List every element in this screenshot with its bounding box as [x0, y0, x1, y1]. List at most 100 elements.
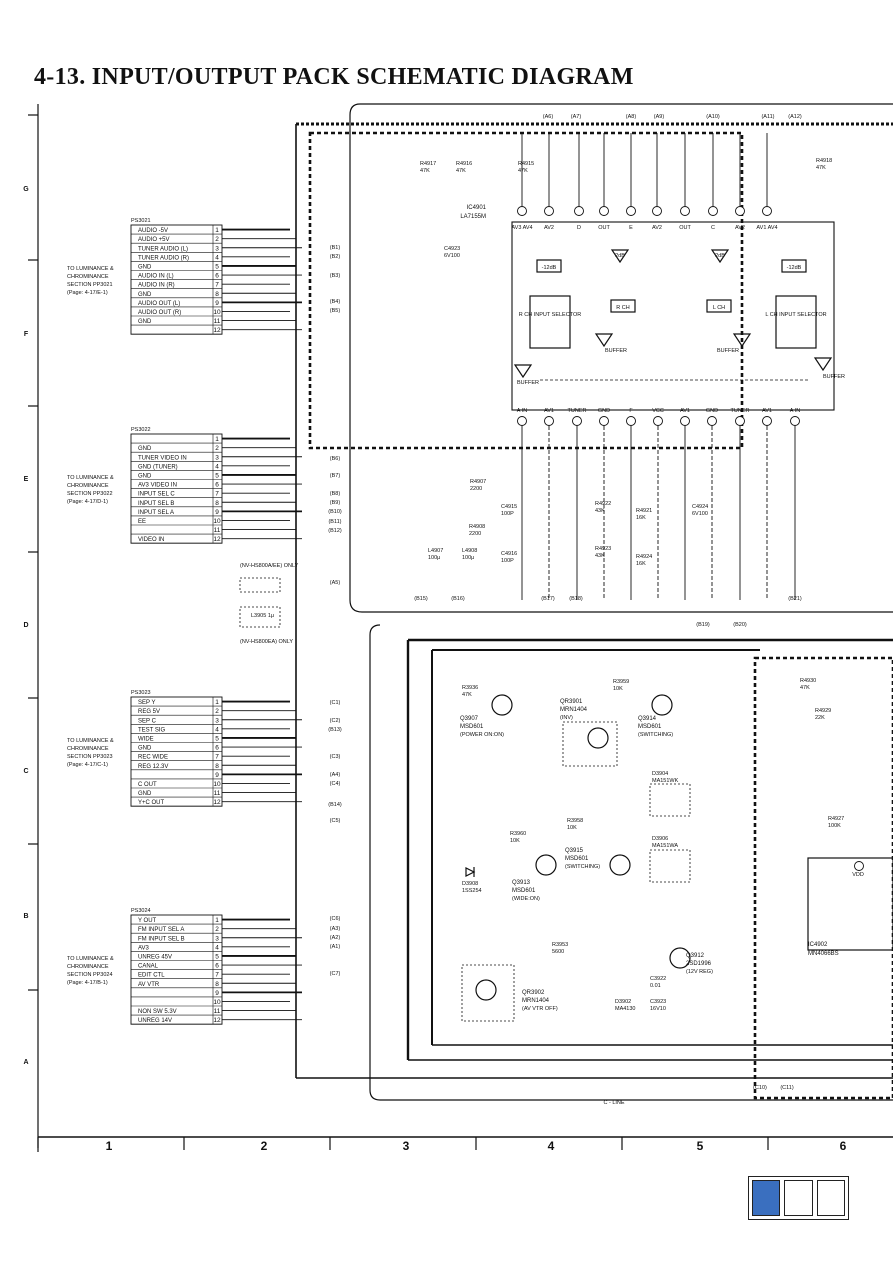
ic4901-bottom-pin-label: VCC	[652, 408, 664, 414]
component-ref: D3904	[652, 771, 668, 777]
ps3022-pin-number: 2	[215, 445, 219, 452]
ps3023-pin-number: 8	[215, 763, 219, 770]
ic4901-top-pin	[517, 206, 527, 216]
ic4902-pin-label: VDD	[852, 872, 864, 878]
component-value: 100K	[828, 823, 841, 829]
component-ref: C3922	[650, 976, 666, 982]
ps3021-pin-label: AUDIO -5V	[138, 228, 168, 234]
connector-ref-tag: (A2)	[330, 935, 341, 941]
connector-ref-tag: (A4)	[330, 772, 341, 778]
ps3023-pin-label: REC WIDE	[138, 755, 168, 761]
ic4901-top-pin-label: C	[711, 225, 715, 231]
ps3021-pin-label: AUDIO OUT (R)	[138, 310, 181, 316]
ps3023-pin-number: 7	[215, 754, 219, 761]
component-ref: R4918	[816, 158, 832, 164]
ps3021-pin-label: GND	[138, 292, 152, 298]
ps3022-pin-number: 7	[215, 491, 219, 498]
ps3021-pin-number: 10	[213, 309, 221, 316]
transistor-ref: QR3902	[522, 990, 545, 996]
transistor-note: (SWITCHING)	[638, 732, 673, 738]
component-value: 2200	[469, 531, 481, 537]
ic4901-bottom-pin	[517, 416, 527, 426]
row-label-a: A	[23, 1059, 28, 1066]
note-inductor: L3905 1μ	[251, 613, 274, 619]
ps3022-pin-number: 9	[215, 509, 219, 516]
ps3022-pin-label: TUNER VIDEO IN	[138, 455, 187, 461]
ps3023-section-label: SECTION PP3023	[67, 754, 113, 760]
row-label-b: B	[23, 913, 28, 920]
component-ref: C4915	[501, 504, 517, 510]
ps3022-pin-label: GND (TUNER)	[138, 464, 178, 470]
ic4901-top-pin	[599, 206, 609, 216]
ps3022-pin-number: 11	[214, 527, 221, 534]
ic4902-part: MN4066BS	[808, 951, 839, 957]
component-value: 43K	[595, 553, 605, 559]
component-value: 47K	[462, 692, 472, 698]
ps3021-pin-label: TUNER AUDIO (L)	[138, 246, 188, 252]
connector-ref-tag: (B1)	[330, 245, 341, 251]
ic4901-top-pin	[544, 206, 554, 216]
connector-ref-tag: (C11)	[780, 1085, 794, 1091]
ic4901-bottom-pin	[544, 416, 554, 426]
component-value: 100μ	[428, 555, 440, 561]
component-ref: R4917	[420, 161, 436, 167]
ps3023-pin-number: 9	[215, 772, 219, 779]
ic4901-block-label: -12dB	[542, 265, 557, 271]
connector-ref-tag: (B16)	[451, 596, 465, 602]
component-ref: L4908	[462, 548, 477, 554]
ic4901-top-pin	[735, 206, 745, 216]
component-value: 1SS254	[462, 888, 482, 894]
ps3022-pin-label: INPUT SEL C	[138, 492, 175, 498]
ps3024-pin-number: 5	[215, 954, 219, 961]
ps3023-pin-label: REG 5V	[138, 709, 160, 715]
transistor-ref: Q3912	[686, 953, 705, 959]
transistor-part: 2SD1996	[686, 961, 712, 967]
component-value: 43K	[595, 508, 605, 514]
ic4901-bottom-pin	[735, 416, 745, 426]
ps3021-pin-number: 11	[214, 318, 221, 325]
ic4901-block-label: BUFFER	[717, 348, 739, 354]
ic4901-bottom-pin-label: GND	[598, 408, 610, 414]
transistor-ref: Q3913	[512, 880, 531, 886]
row-label-g: G	[23, 186, 29, 193]
ic4901-top-pin-label: OUT	[679, 225, 691, 231]
column-label-4: 4	[548, 1139, 555, 1153]
ic4901-part: LA7155M	[460, 214, 486, 220]
ps3024-pin-label: FM INPUT SEL B	[138, 936, 185, 942]
ps3021-section-label: CHROMINANCE	[67, 274, 109, 280]
component-value: 6V100	[444, 253, 460, 259]
connector-ref-tag: (B10)	[328, 509, 342, 515]
component-value: 16K	[636, 515, 646, 521]
ic4901-top-pin-label: D	[577, 225, 581, 231]
top-ref-label: (A11)	[761, 114, 774, 120]
ps3023-pin-label: GND	[138, 746, 152, 752]
ic4901-bottom-pin-label: A IN	[790, 408, 800, 414]
ps3022-pin-label: GND	[138, 446, 152, 452]
ic4901-bottom-pin	[707, 416, 717, 426]
ic4901-bottom-pin-label: TUNER	[731, 408, 750, 414]
ps3022-pin-label: INPUT SEL B	[138, 501, 174, 507]
ps3023-pin-label: C OUT	[138, 782, 157, 788]
connector-ref-tag: (C4)	[330, 781, 341, 787]
ps3023-pin-number: 2	[215, 708, 219, 715]
ps3024-pin-label: FM INPUT SEL A	[138, 927, 184, 933]
ic4902-pin	[854, 861, 864, 871]
note-hs800a-only: (NV-HS800A/EE) ONLY	[240, 563, 299, 569]
ic4901-bottom-pin	[599, 416, 609, 426]
connector-ref-tag: (B12)	[328, 528, 342, 534]
connector-ref-tag: (A5)	[330, 580, 341, 586]
component-value: 47K	[518, 168, 528, 174]
ps3022-section-label: CHROMINANCE	[67, 483, 109, 489]
transistor-note: (12V REG)	[686, 969, 713, 975]
ic4901-top-pin	[626, 206, 636, 216]
ic4901-block-label: -12dB	[787, 265, 802, 271]
ic4901-block-label: BUFFER	[517, 380, 539, 386]
connector-ref-tag: (C7)	[330, 971, 341, 977]
ps3021-pin-number: 8	[215, 291, 219, 298]
component-value: 0.01	[650, 983, 661, 989]
ps3022-pin-number: 12	[213, 536, 221, 543]
ps3021-pin-label: AUDIO IN (L)	[138, 274, 174, 280]
ps3024-pin-label: UNREG 14V	[138, 1018, 172, 1024]
ps3022-pin-number: 8	[215, 500, 219, 507]
